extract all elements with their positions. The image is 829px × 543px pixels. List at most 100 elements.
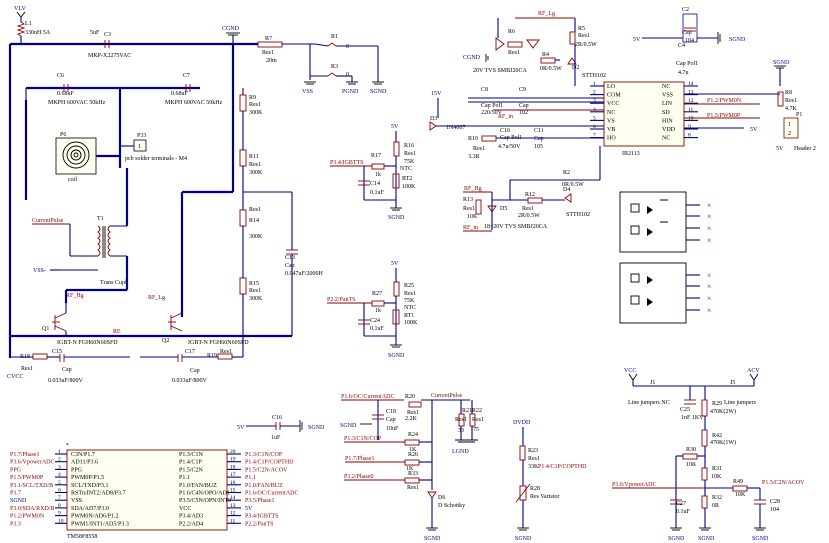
net-sgnd-ntc1: SGND: [388, 353, 405, 359]
mcu-net-18: P1.5/C2N/ACOV: [245, 467, 288, 473]
mcu-net-13: 5V: [245, 506, 253, 512]
r42-value: 470K(1W): [710, 439, 736, 446]
power-stage: VLV L1 330uH 5A 5uF C3 MKP-X2275VAC CGND…: [7, 6, 387, 384]
c6-ref: C6: [57, 73, 64, 79]
net-rf-lg-q2: RF_Lg: [148, 295, 165, 301]
r10-value2: 3.3R: [468, 154, 480, 160]
jumpers-right-label: Line jumpers: [724, 400, 756, 406]
rt2-value2: 100K: [402, 184, 416, 190]
d2-diode-icon: [567, 57, 577, 65]
q2-ref: Q2: [162, 338, 169, 344]
ir-pin-num-5: 5: [593, 115, 596, 121]
c2-value1: Cap: [682, 30, 692, 36]
net-sgnd-r28: SGND: [515, 536, 532, 542]
r6-value: Res1: [508, 50, 520, 56]
p33-pin: 1: [138, 144, 141, 150]
r13-ref: R13: [463, 197, 473, 203]
ir-pin-vdd-r: VDD: [662, 127, 676, 133]
c7-ref: C7: [183, 73, 190, 79]
r25-ref: R25: [404, 283, 414, 289]
mcu-pin-num-19: 19: [230, 457, 236, 463]
r33-value: Res1: [407, 485, 419, 491]
c6-value1: 0.68uF: [57, 91, 75, 97]
c16-value: 1uF: [271, 435, 281, 441]
c25-ref: C25: [680, 407, 690, 413]
net-sgnd-c18: SGND: [340, 423, 357, 429]
mcu-net-11: P2.2/PanTS: [245, 521, 274, 527]
net-lgnd: LGND: [452, 449, 469, 455]
c13-ref: C13: [285, 255, 295, 261]
net-current-pulse: CurrentPulse: [32, 218, 64, 224]
ir-pin-com: COM: [607, 93, 621, 99]
ir2113-chip: [603, 81, 685, 147]
svg-text:×: ×: [707, 306, 712, 315]
l1-ref: L1: [25, 21, 32, 27]
ir-pin-hin-r: HIN: [662, 118, 673, 124]
mcu-net-16: P1.0/FAN/BUZ: [245, 483, 283, 489]
net-cvcc: CVCC: [7, 374, 23, 380]
d4-ref: D4: [563, 187, 570, 193]
net-rf-hg-driver: RF_Hg: [464, 186, 482, 192]
rt2-ref: RT2: [402, 176, 412, 182]
svg-text:×: ×: [707, 271, 712, 280]
ir-pin-num-12: 12: [688, 98, 694, 104]
r9-value1: Res1: [249, 102, 261, 108]
j1-ref: J1: [650, 380, 655, 386]
mcu-pin-name-3: PPG: [71, 467, 83, 473]
r16-value1: Res1: [404, 151, 416, 157]
mcu-pin-name-20: P1.3/C1N: [179, 452, 204, 458]
mcu-pin-num-15: 15: [230, 488, 236, 494]
net-dvdd: DVDD: [513, 420, 531, 426]
net-p12-pwm0n-driver: P1.2/PWM0N: [707, 98, 742, 104]
rt1-value1: NTC: [404, 305, 416, 311]
ir-pin-lo: LO: [607, 84, 616, 90]
d5-value: 18~20V TVS SMBJ20CA: [484, 224, 548, 230]
c28-ref: C28: [770, 499, 780, 505]
net-p14-c1p-copthd: P1.4/C1P/COPTHD: [538, 464, 587, 470]
r12-value1: Res1: [522, 206, 534, 212]
c11-value2: 105: [534, 144, 543, 150]
r20-value2: 2.2K: [405, 416, 418, 422]
r7-value1: Res1: [262, 50, 274, 56]
r5-value1: Res1: [578, 33, 590, 39]
mcu-pin-name-4: PWM0P/P1.5: [71, 475, 104, 481]
r8-value2: 4.7K: [785, 106, 798, 112]
r5-value2: 2R/0.5W: [575, 42, 597, 48]
mcu-pin-num-18: 18: [230, 464, 236, 470]
r2-value: 0R/0.5W: [562, 182, 584, 188]
net-current-pulse-sense: CurrentPulse: [431, 393, 463, 399]
mcu-net-17: P1.1: [245, 475, 256, 481]
r29-ref: R29: [712, 401, 722, 407]
r27-value: 1k: [375, 308, 381, 314]
q2-igbt-icon: [168, 312, 183, 332]
mcu-pin-num-17: 17: [230, 472, 236, 478]
net-acv: ACV: [747, 368, 760, 374]
mcu-net-7: SGND: [10, 498, 27, 504]
net-sgnd-r32: SGND: [698, 536, 715, 542]
c4-ref: C4: [678, 43, 685, 49]
mcu-pin-num-13: 13: [230, 503, 236, 509]
r15-value2: 300K: [249, 296, 263, 302]
optocoupler-2: [619, 262, 687, 324]
net-p16-oc-currentadc: P1.6/OC/CurrentADC: [341, 394, 395, 400]
mcu-pin-name-13: VCC: [179, 506, 191, 512]
ir-pin-num-11: 11: [688, 107, 694, 113]
net-p15-pwm0p-driver: P1.5/PWM0P: [707, 113, 741, 119]
net-p15-c2n-acov: P1.5/C2N/ACOV: [762, 480, 805, 486]
r11-ref: R11: [249, 154, 259, 160]
c9-value2: 102: [519, 110, 528, 116]
net-vss: VSS: [302, 89, 313, 95]
mcu-pin-num-12: 12: [230, 511, 236, 517]
svg-text:×: ×: [707, 224, 712, 233]
c8-ref: C8: [481, 87, 488, 93]
mcu-net-20: P1.3/C1N/COP: [245, 452, 283, 458]
c17-value1: Cap: [190, 368, 200, 374]
c11-ref: C11: [534, 128, 544, 134]
r28-ref: R28: [530, 486, 540, 492]
ir-pin-nc: NC: [607, 110, 615, 116]
r8-ref: R8: [785, 90, 792, 96]
r7-ref: R7: [265, 36, 272, 42]
net-5v-header: 5V: [776, 146, 784, 152]
